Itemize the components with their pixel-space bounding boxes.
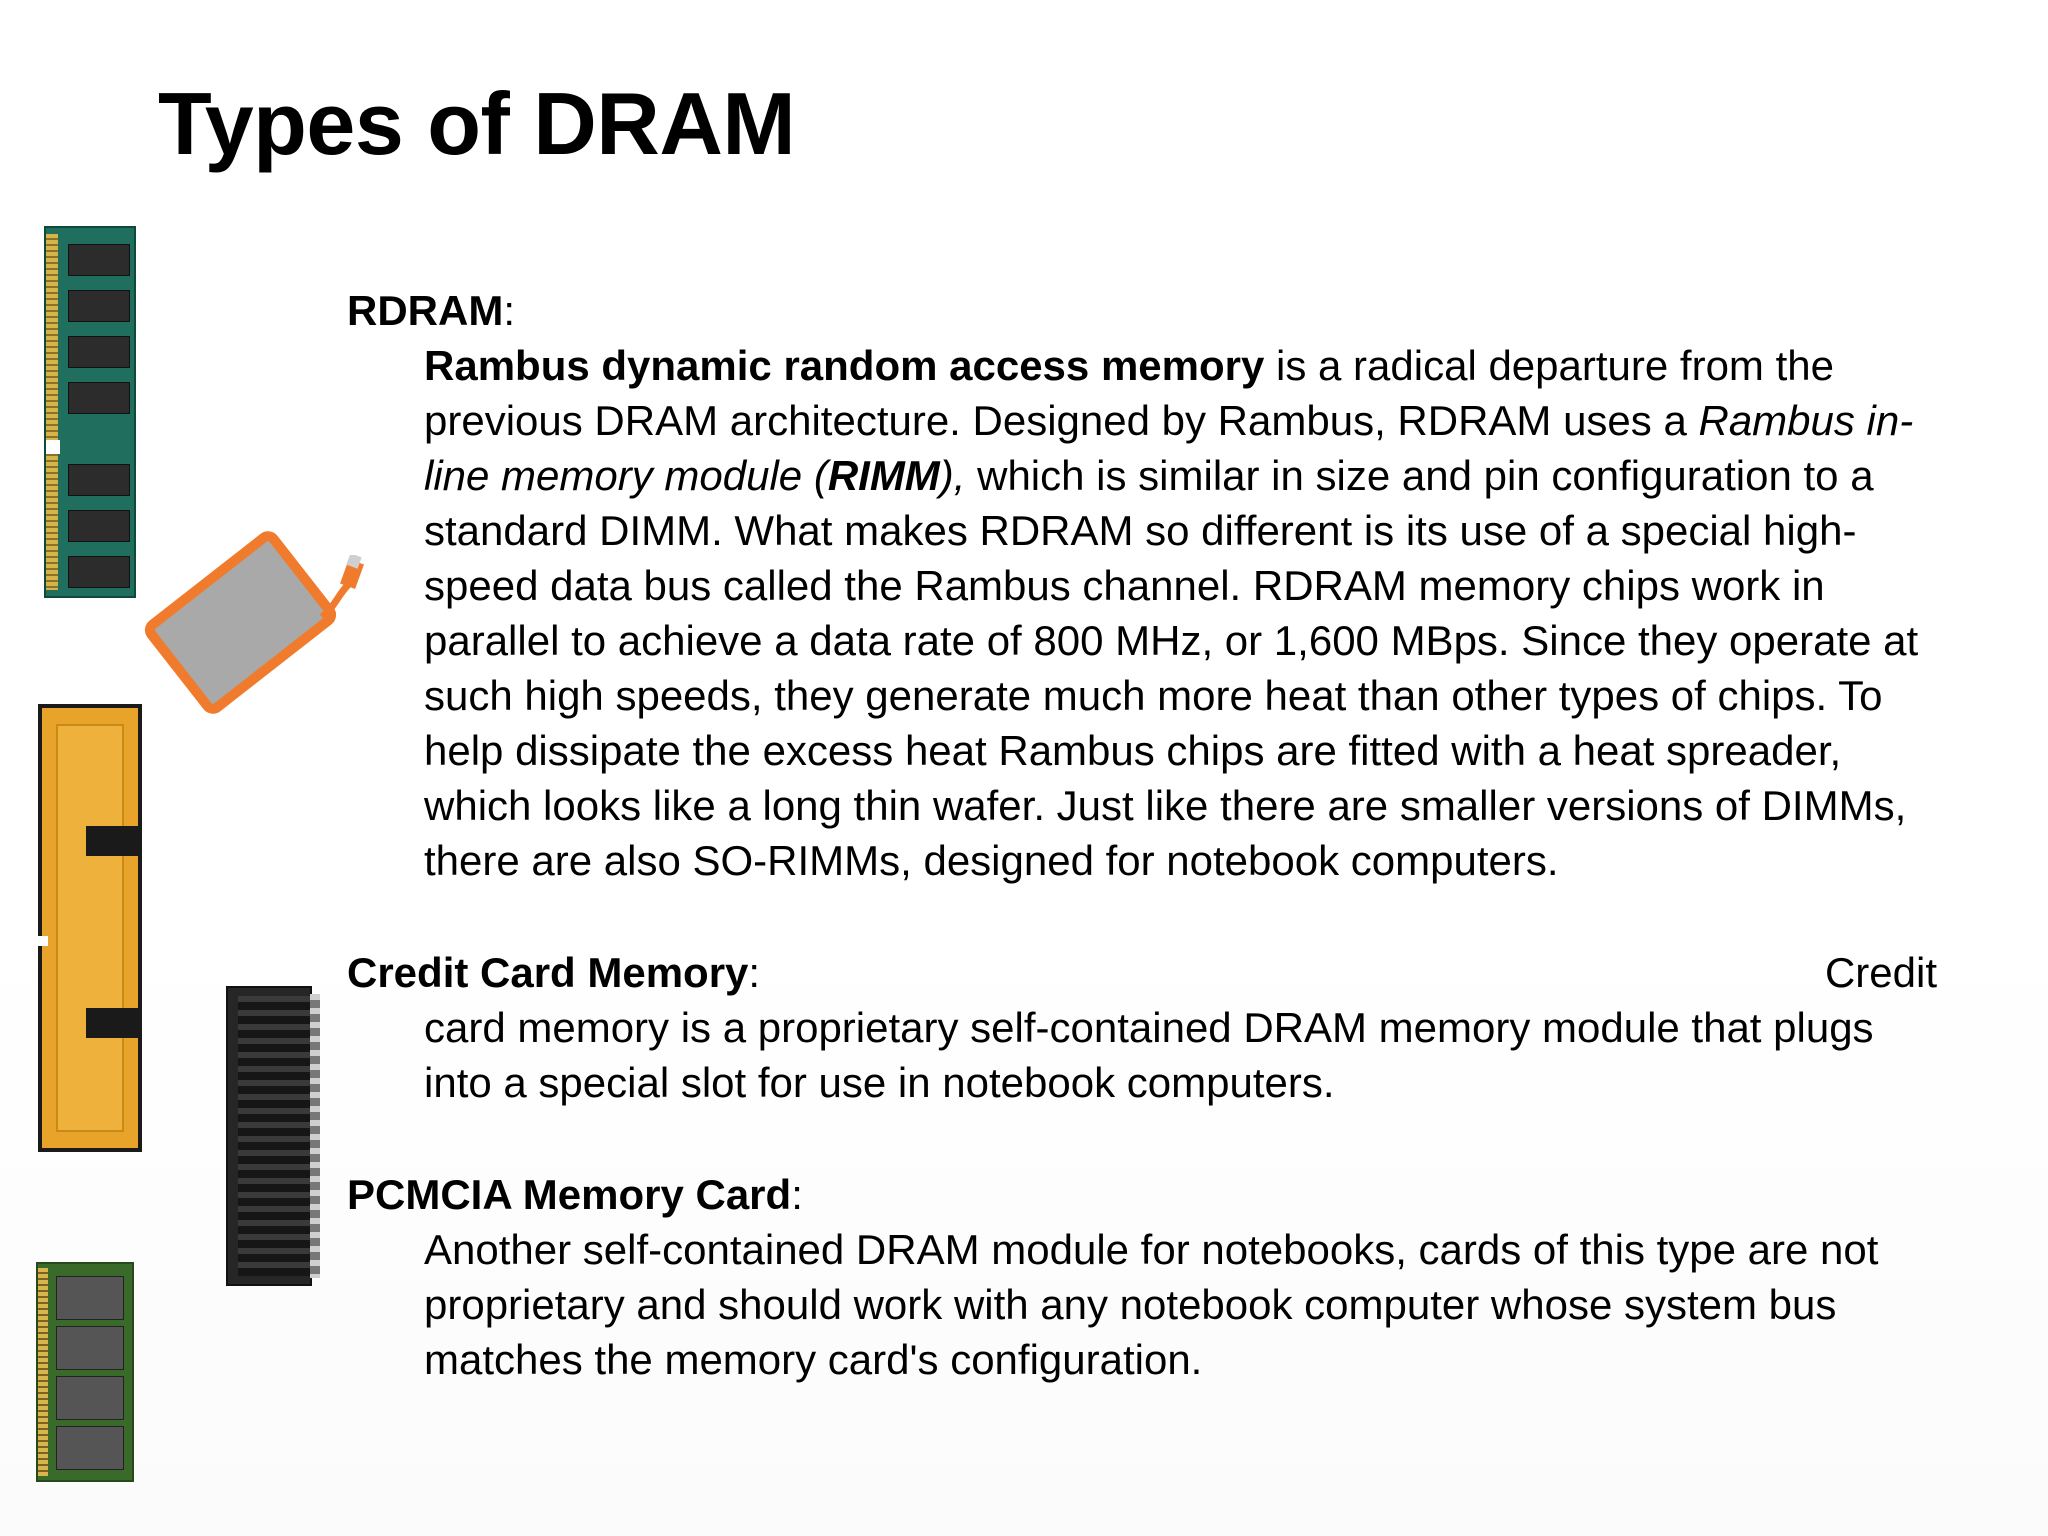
rdram-description: Rambus dynamic random access memory is a… xyxy=(424,342,1919,884)
credit-card-memory-description: card memory is a proprietary self-contai… xyxy=(424,1004,1874,1106)
rimm-heat-spreader-icon xyxy=(38,704,142,1152)
term-label: PCMCIA Memory Card xyxy=(347,1171,792,1218)
term-credit-card-memory: Credit Card Memory: Credit xyxy=(347,945,1937,1000)
so-dimm-module-icon xyxy=(36,1262,134,1482)
term-rdram: RDRAM: xyxy=(347,287,515,334)
term-trailing-text: Credit xyxy=(1824,949,1937,996)
credit-card-memory-icon xyxy=(140,526,341,719)
heatsink-module-icon xyxy=(226,986,320,1286)
term-label: RDRAM xyxy=(347,287,504,334)
dimm-module-icon xyxy=(44,226,136,598)
pcmcia-memory-card-description: Another self-contained DRAM module for n… xyxy=(424,1226,1879,1383)
page-title: Types of DRAM xyxy=(158,74,796,173)
term-pcmcia-memory-card: PCMCIA Memory Card: xyxy=(347,1171,803,1218)
term-label: Credit Card Memory xyxy=(347,949,749,996)
content-body: RDRAM: Rambus dynamic random access memo… xyxy=(347,283,1937,1387)
usb-cable-icon xyxy=(319,555,364,620)
